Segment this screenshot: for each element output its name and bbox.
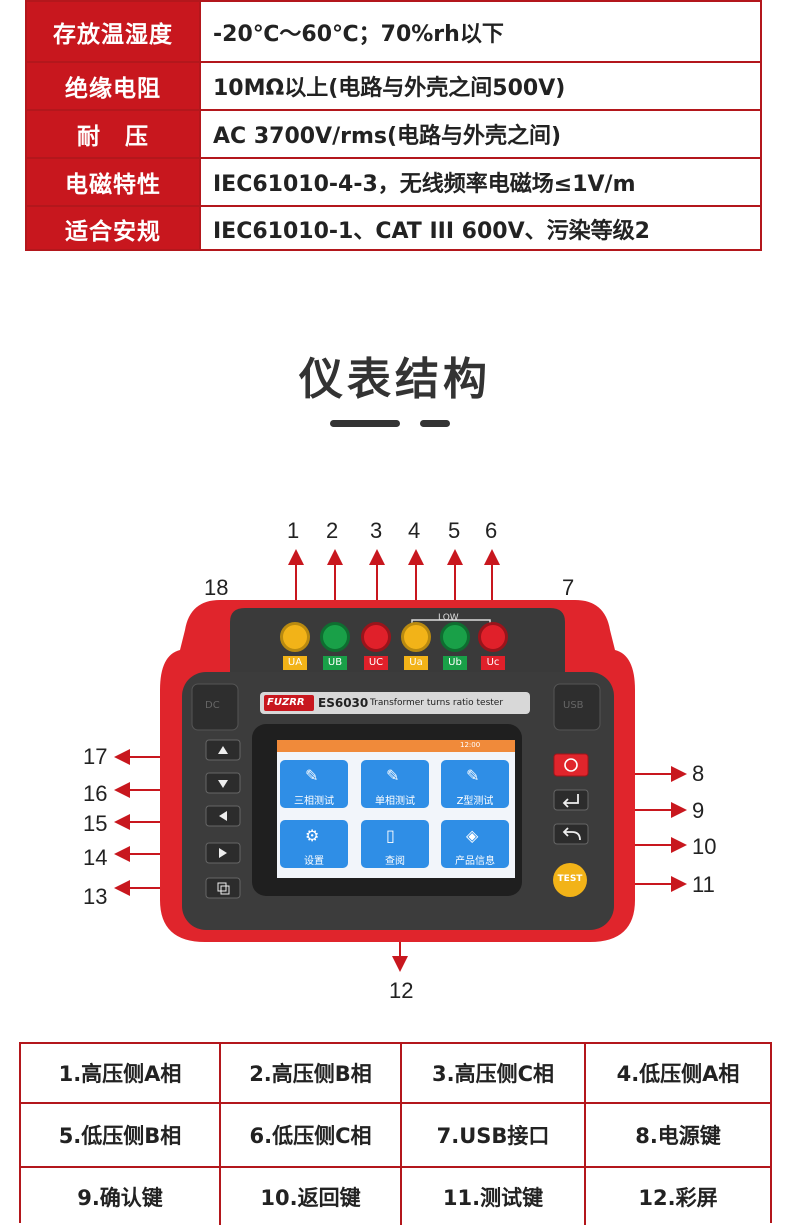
- terminal-group: UA UB UC Ua Ub Uc: [280, 622, 520, 682]
- test-button[interactable]: TEST: [557, 874, 583, 884]
- part-item: 2.高压侧B相: [249, 1062, 372, 1086]
- callout-number: 2: [326, 518, 339, 543]
- copy-button[interactable]: [206, 878, 240, 898]
- tile-records[interactable]: 查阅: [385, 856, 405, 867]
- gear-icon: ⚙: [305, 826, 320, 845]
- part-item: 12.彩屏: [638, 1185, 718, 1210]
- tile-single-phase-test[interactable]: 单相测试: [375, 796, 415, 807]
- edit-icon: ✎: [466, 766, 480, 785]
- callout-number: 14: [83, 845, 108, 870]
- edit-icon: ✎: [305, 766, 319, 785]
- right-button[interactable]: [206, 843, 240, 863]
- callout-number: 18: [204, 575, 229, 600]
- part-item: 4.低压侧A相: [616, 1062, 740, 1086]
- terminal-label: Ub: [443, 656, 467, 670]
- callout-number: 9: [692, 798, 705, 823]
- spec-value: IEC61010-1、CAT III 600V、污染等级2: [213, 219, 650, 244]
- callout-number: 13: [83, 884, 108, 909]
- callout-number: 1: [287, 518, 300, 543]
- callout-number: 10: [692, 834, 717, 859]
- terminal-ua[interactable]: [280, 622, 310, 652]
- power-button[interactable]: [554, 754, 588, 776]
- part-item: 5.低压侧B相: [58, 1124, 182, 1148]
- callout-number: 12: [389, 978, 414, 1003]
- part-item: 6.低压侧C相: [249, 1124, 372, 1148]
- confirm-button[interactable]: [554, 790, 588, 810]
- part-item: 3.高压侧C相: [431, 1062, 554, 1086]
- part-item: 11.测试键: [442, 1185, 544, 1210]
- terminal-label: Uc: [481, 656, 505, 670]
- spec-value: IEC61010-4-3，无线频率电磁场≤1V/m: [213, 172, 636, 197]
- spec-value: AC 3700V/rms(电路与外壳之间): [213, 124, 562, 149]
- callout-number: 11: [692, 872, 715, 897]
- spec-label: 耐 压: [27, 111, 199, 157]
- tile-settings[interactable]: 设置: [304, 856, 324, 867]
- spec-label: 存放温湿度: [27, 2, 199, 62]
- callout-number: 17: [83, 744, 108, 769]
- part-item: 10.返回键: [260, 1185, 361, 1210]
- terminal-uc[interactable]: [361, 622, 391, 652]
- usb-port-label: USB: [563, 700, 584, 711]
- callout-number: 16: [83, 781, 108, 806]
- model-name: ES6030: [318, 696, 369, 710]
- tile-three-phase-test[interactable]: 三相测试: [294, 796, 334, 807]
- down-button[interactable]: [206, 773, 240, 793]
- up-button[interactable]: [206, 740, 240, 760]
- book-icon: ▯: [386, 826, 395, 845]
- low-label: LOW: [438, 613, 459, 623]
- spec-divider: [199, 2, 201, 249]
- terminal-label: Ua: [404, 656, 428, 670]
- spec-value: 10MΩ以上(电路与外壳之间500V): [213, 76, 566, 101]
- dc-port-label: DC: [205, 700, 220, 711]
- callout-number: 15: [83, 811, 108, 836]
- spec-row: 电磁特性 IEC61010-4-3，无线频率电磁场≤1V/m: [27, 159, 760, 205]
- left-button[interactable]: [206, 806, 240, 826]
- spec-label: 适合安规: [27, 207, 199, 249]
- spec-table: 存放温湿度 -20℃～60℃；70%rh以下 绝缘电阻 10MΩ以上(电路与外壳…: [25, 0, 762, 251]
- layers-icon: ◈: [466, 826, 479, 845]
- title-underline-long: [330, 420, 400, 427]
- terminal-uc-low[interactable]: [478, 622, 508, 652]
- back-button[interactable]: [554, 824, 588, 844]
- callout-number: 3: [370, 518, 383, 543]
- spec-value: -20℃～60℃；70%rh以下: [213, 22, 504, 47]
- screen-time: 12:00: [460, 741, 481, 749]
- spec-row: 绝缘电阻 10MΩ以上(电路与外壳之间500V): [27, 63, 760, 109]
- terminal-ua-low[interactable]: [401, 622, 431, 652]
- spec-label: 绝缘电阻: [27, 63, 199, 109]
- title-underline-short: [420, 420, 450, 427]
- part-item: 7.USB接口: [436, 1124, 550, 1148]
- spec-label: 电磁特性: [27, 159, 199, 205]
- edit-icon: ✎: [386, 766, 400, 785]
- spec-row: 适合安规 IEC61010-1、CAT III 600V、污染等级2: [27, 207, 760, 249]
- tile-product-info[interactable]: 产品信息: [455, 856, 495, 867]
- spec-row: 存放温湿度 -20℃～60℃；70%rh以下: [27, 2, 760, 62]
- callout-number: 6: [485, 518, 498, 543]
- terminal-ub[interactable]: [320, 622, 350, 652]
- spec-row: 耐 压 AC 3700V/rms(电路与外壳之间): [27, 111, 760, 157]
- terminal-label: UC: [364, 656, 388, 670]
- callout-number: 8: [692, 761, 705, 786]
- callout-number: 7: [562, 575, 575, 600]
- terminal-label: UA: [283, 656, 307, 670]
- part-item: 9.确认键: [77, 1185, 163, 1210]
- terminal-label: UB: [323, 656, 347, 670]
- model-description: Transformer turns ratio tester: [370, 698, 504, 708]
- section-title: 仪表结构: [299, 354, 491, 405]
- terminal-ub-low[interactable]: [440, 622, 470, 652]
- tile-z-type-test[interactable]: Z型测试: [456, 796, 494, 807]
- tester-device: UA UB UC Ua Ub Uc LOW DC USB FUZRR ES603…: [160, 600, 635, 942]
- device-body: [160, 600, 635, 942]
- callout-number: 5: [448, 518, 461, 543]
- parts-table: 1.高压侧A相 2.高压侧B相 3.高压侧C相 4.低压侧A相 5.低压侧B相 …: [19, 1042, 772, 1225]
- callout-number: 4: [408, 518, 421, 543]
- part-item: 8.电源键: [635, 1124, 721, 1148]
- part-item: 1.高压侧A相: [58, 1062, 182, 1086]
- brand-logo: FUZRR: [267, 697, 305, 708]
